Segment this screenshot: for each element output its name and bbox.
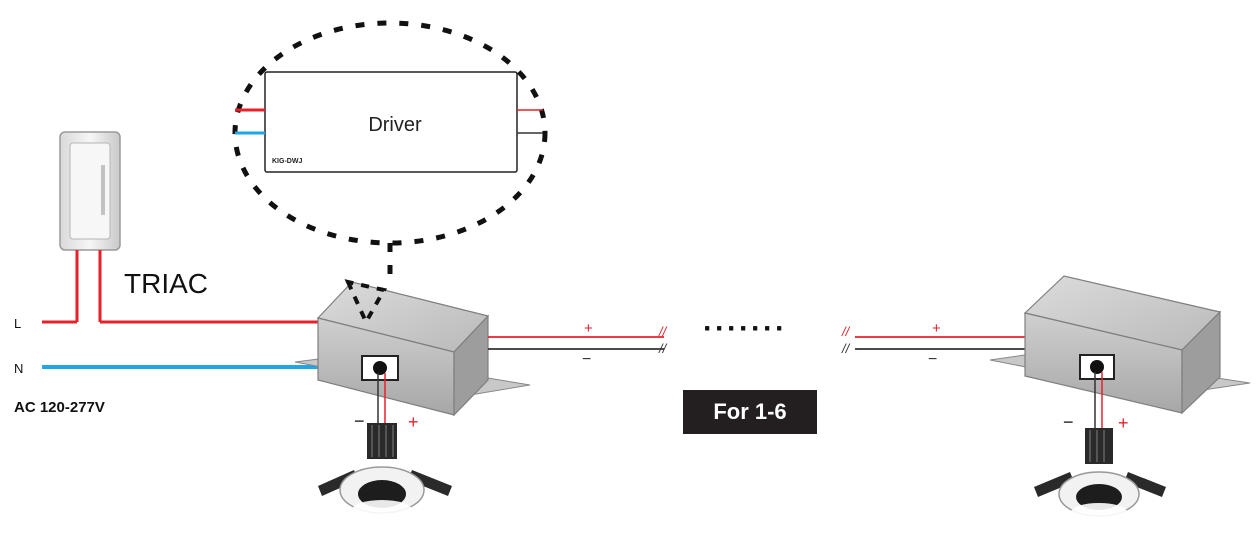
- downlight-1-trim-highlight: [352, 500, 412, 520]
- driver-box: [264, 71, 518, 173]
- run-2-minus-label: −: [928, 351, 937, 368]
- housing-2-hole: [1090, 360, 1104, 374]
- badge-background: [683, 390, 817, 434]
- fixture-housing-2: [989, 275, 1251, 428]
- break-mark-pos-left: //: [658, 324, 668, 339]
- continuation-dots: ·······: [703, 312, 787, 345]
- housing-1-callout-dash: [344, 279, 388, 327]
- fixture-2-minus-label: −: [1063, 412, 1074, 432]
- triac-label: TRIAC: [124, 268, 208, 299]
- run-2-plus-label: +: [932, 320, 941, 337]
- housing-1-side: [453, 314, 489, 417]
- output-run-1: [488, 336, 1035, 350]
- fixture-housing-1: [294, 279, 531, 423]
- driver-model-label: KIG-DWJ: [272, 158, 302, 165]
- housing-1-hole: [373, 361, 387, 375]
- badge-text: For 1-6: [713, 399, 786, 424]
- triac-dimmer-switch: [59, 131, 121, 322]
- housing-2-side: [1181, 310, 1221, 415]
- run-1-plus-label: +: [584, 320, 593, 337]
- downlight-2: [1034, 428, 1166, 521]
- run-1-minus-label: −: [582, 351, 591, 368]
- break-mark-pos-right: //: [841, 324, 851, 339]
- downlight-1: [318, 423, 452, 520]
- driver-title: Driver: [368, 114, 422, 136]
- dimmer-rocker: [69, 142, 111, 240]
- downlight-2-spring-left: [1034, 472, 1074, 497]
- dimmer-slider: [101, 165, 105, 215]
- break-mark-neg-left: //: [658, 341, 668, 356]
- break-mark-neg-right: //: [841, 341, 851, 356]
- mains-wiring: [42, 320, 320, 369]
- fixture-2-plus-label: +: [1118, 413, 1129, 433]
- downlight-2-spring-right: [1124, 472, 1166, 497]
- downlight-2-trim-highlight: [1071, 503, 1127, 521]
- fixture-1-plus-label: +: [408, 412, 419, 432]
- fixture-1-minus-label: −: [354, 411, 365, 431]
- downlight-2-lens: [1076, 484, 1122, 510]
- line-label: L: [14, 316, 21, 331]
- downlight-1-spring-right: [408, 470, 452, 496]
- driver-callout: Driver KIG-DWJ: [232, 20, 548, 282]
- voltage-label: AC 120-277V: [14, 399, 105, 416]
- neutral-label: N: [14, 361, 23, 376]
- fixture-count-badge: For 1-6: [683, 390, 817, 434]
